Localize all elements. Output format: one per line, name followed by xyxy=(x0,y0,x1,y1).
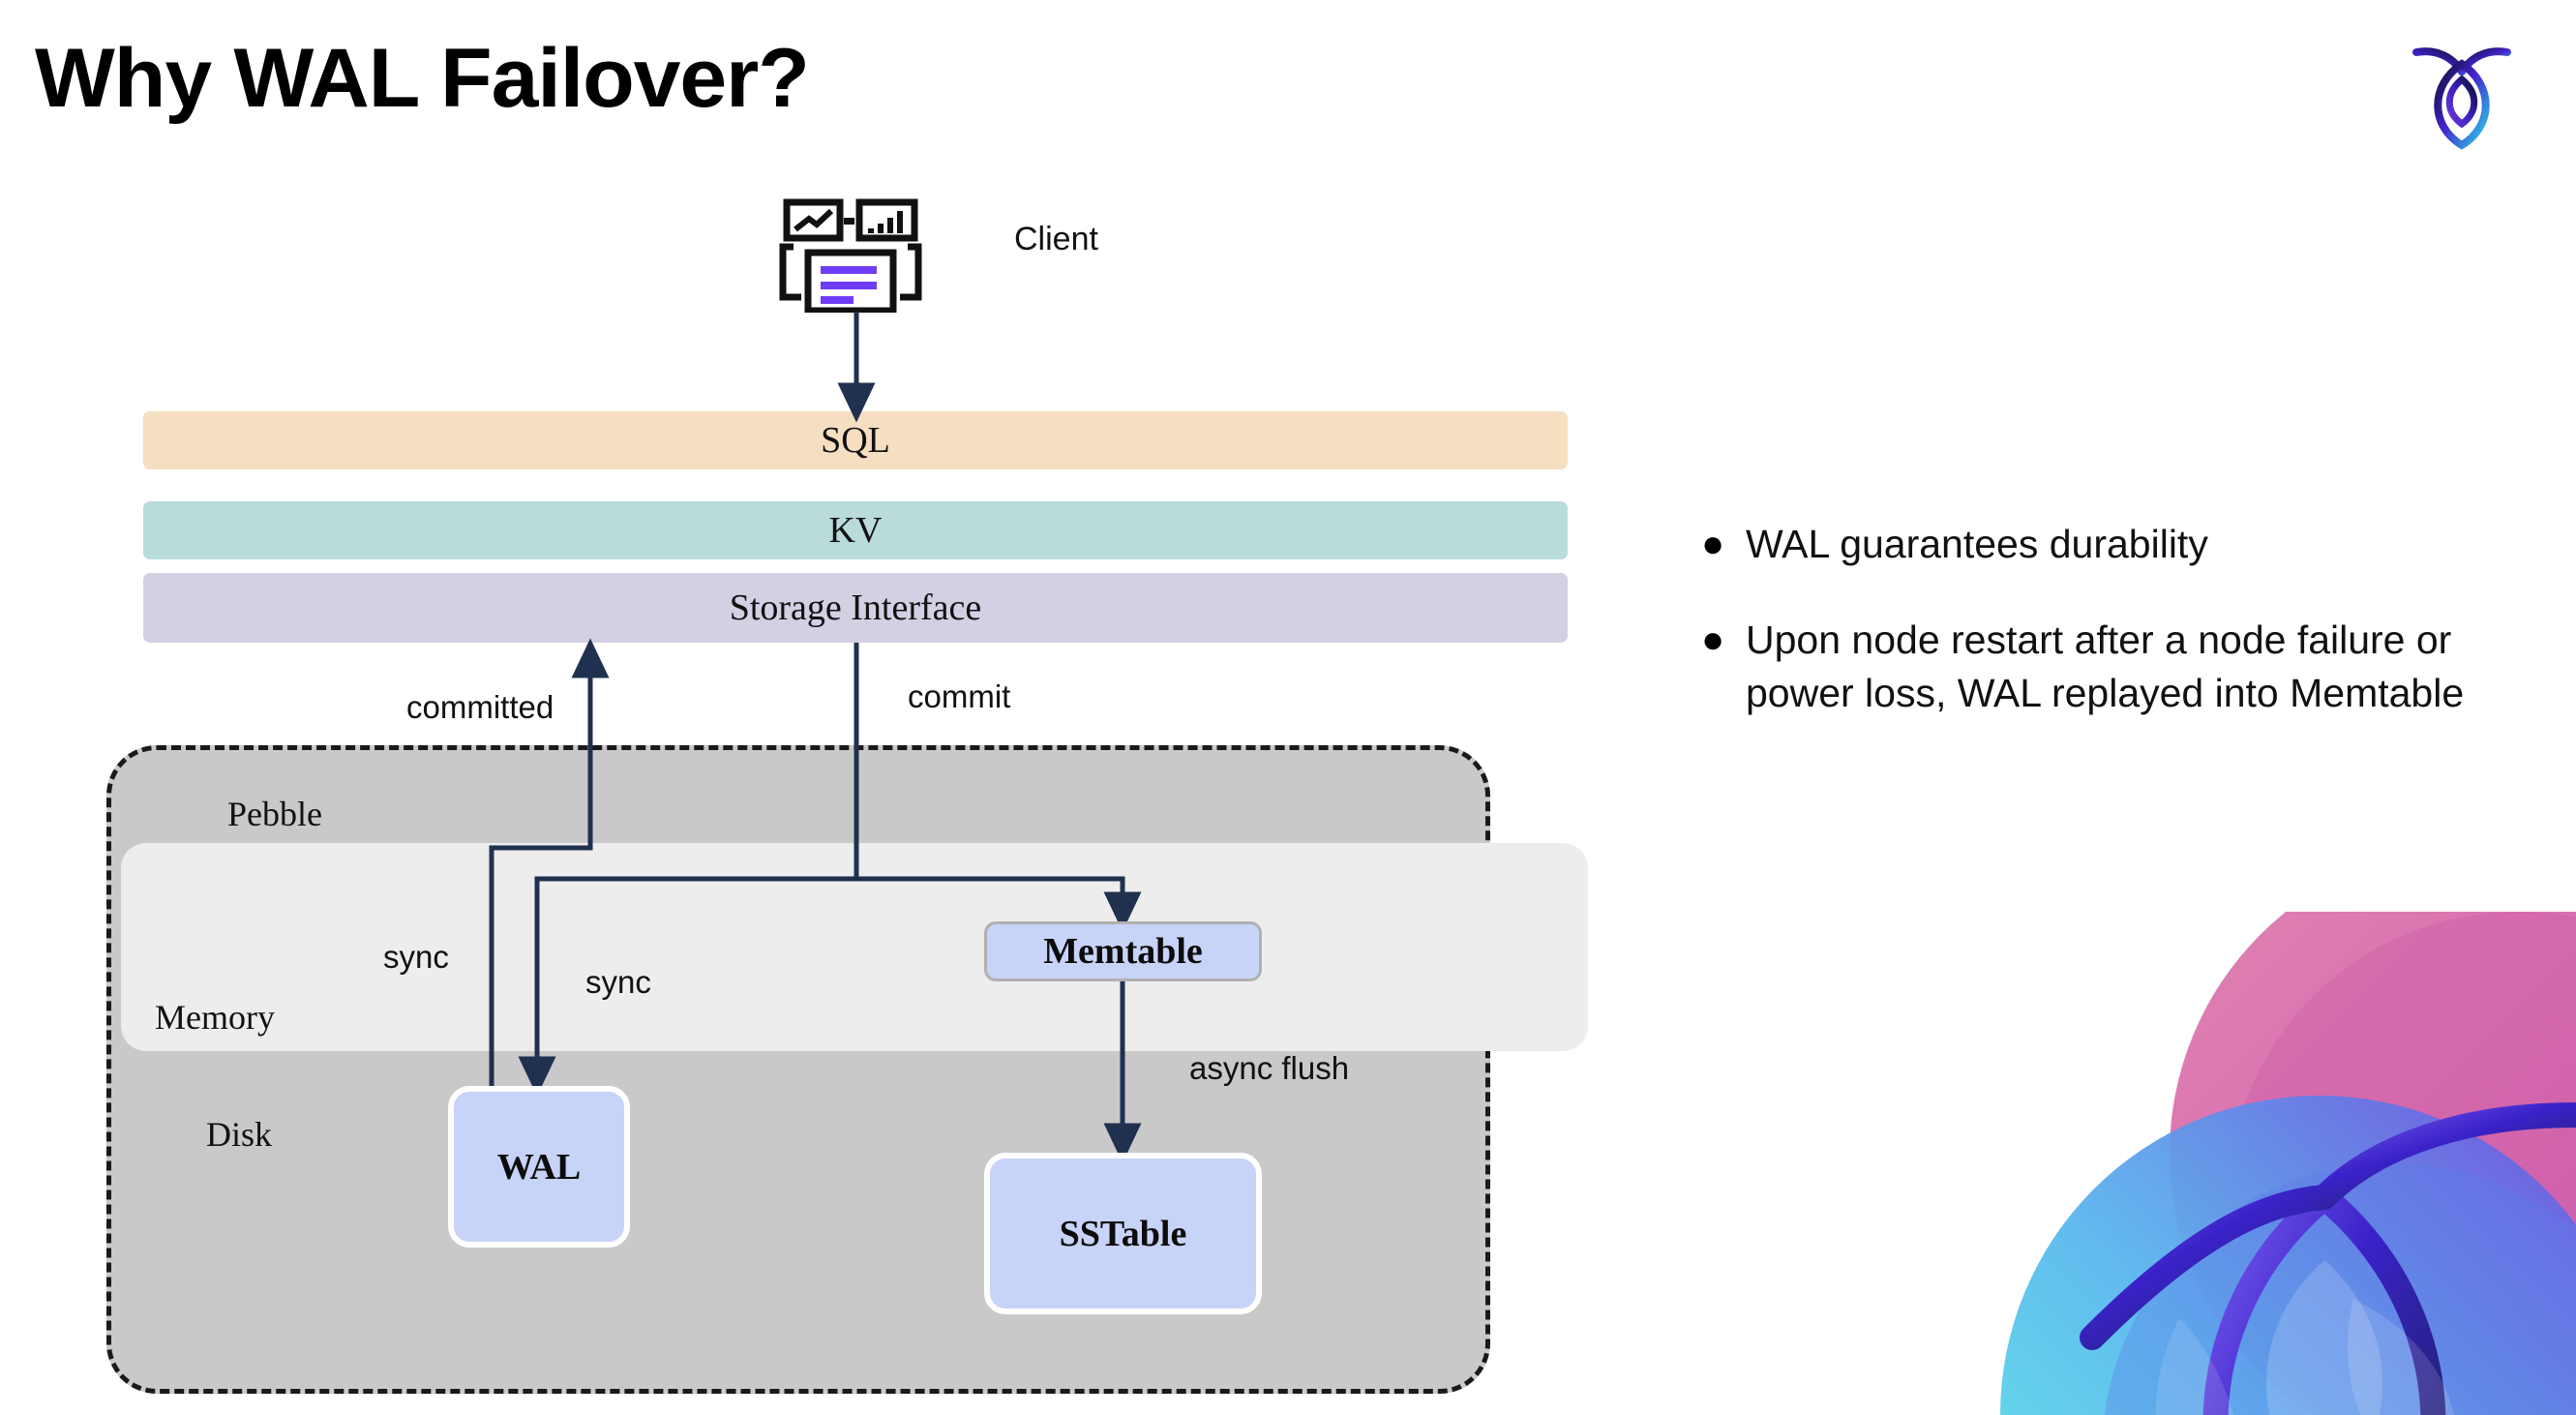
list-item: ● Upon node restart after a node failure… xyxy=(1701,614,2495,720)
layer-sql: SQL xyxy=(143,411,1568,469)
edge-label-sync-right: sync xyxy=(585,964,651,1000)
decorative-logo-art xyxy=(1937,912,2576,1415)
bullet-text: Upon node restart after a node failure o… xyxy=(1746,617,2465,715)
bullet-text: WAL guarantees durability xyxy=(1746,522,2208,566)
disk-label: Disk xyxy=(206,1115,273,1154)
page-title: Why WAL Failover? xyxy=(35,32,810,125)
layer-kv-label: KV xyxy=(828,510,883,551)
layer-sql-label: SQL xyxy=(821,420,890,461)
memory-region xyxy=(121,843,1588,1051)
node-memtable: Memtable xyxy=(984,921,1262,981)
client-label: Client xyxy=(1014,221,1098,257)
bullet-list: ● WAL guarantees durability ● Upon node … xyxy=(1701,518,2495,763)
memory-label: Memory xyxy=(155,998,275,1037)
node-memtable-label: Memtable xyxy=(1043,931,1203,972)
node-sstable-label: SSTable xyxy=(1059,1213,1187,1254)
bullet-marker-icon: ● xyxy=(1701,523,1725,565)
layer-storage-interface-label: Storage Interface xyxy=(729,587,982,628)
layer-kv: KV xyxy=(143,501,1568,559)
node-wal: WAL xyxy=(448,1086,630,1248)
bullet-marker-icon: ● xyxy=(1701,617,1725,661)
layer-storage-interface: Storage Interface xyxy=(143,573,1568,643)
node-wal-label: WAL xyxy=(496,1146,582,1188)
node-sstable: SSTable xyxy=(984,1153,1262,1314)
cockroachdb-logo xyxy=(2409,37,2515,151)
pebble-label: Pebble xyxy=(227,795,322,833)
edge-label-committed: committed xyxy=(406,689,554,725)
edge-label-commit: commit xyxy=(908,678,1011,714)
client-dashboard-icon xyxy=(774,196,929,315)
list-item: ● WAL guarantees durability xyxy=(1701,518,2495,571)
edge-label-sync-left: sync xyxy=(383,939,449,975)
edge-label-async-flush: async flush xyxy=(1189,1050,1350,1086)
